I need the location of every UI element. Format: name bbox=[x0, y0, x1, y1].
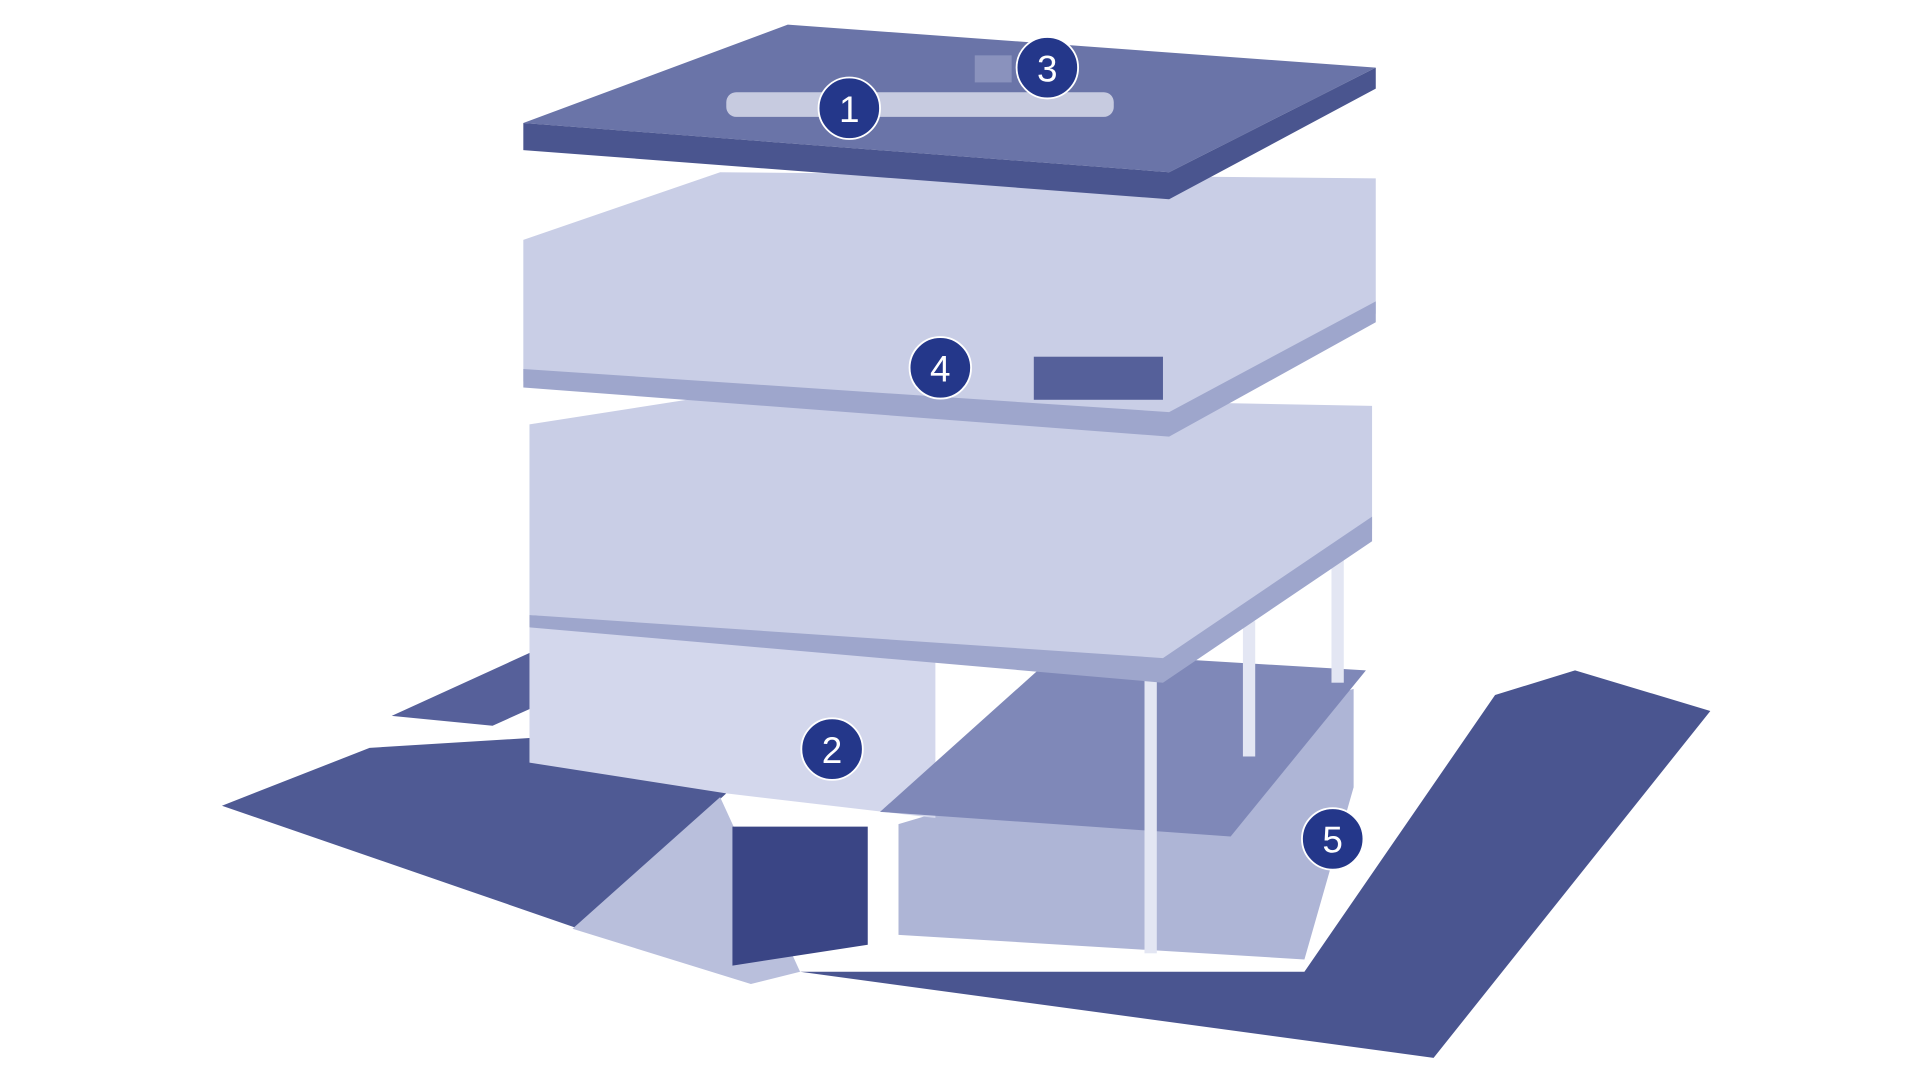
grass-right bbox=[800, 670, 1711, 1058]
marker-4[interactable]: 4 bbox=[908, 336, 972, 400]
garage-door bbox=[732, 826, 868, 966]
grass-left bbox=[221, 738, 727, 929]
roof-edge bbox=[523, 67, 1376, 200]
first-floor-slab bbox=[529, 516, 1373, 683]
column bbox=[1242, 621, 1256, 757]
column bbox=[1144, 670, 1157, 954]
column bbox=[1331, 559, 1344, 683]
marker-5-label: 5 bbox=[1322, 820, 1343, 861]
marker-1-label: 1 bbox=[839, 89, 860, 130]
roof-unit bbox=[974, 55, 1012, 83]
second-floor-slab bbox=[523, 301, 1376, 437]
marker-1[interactable]: 1 bbox=[817, 76, 881, 140]
marker-5[interactable]: 5 bbox=[1301, 807, 1365, 871]
marker-2-label: 2 bbox=[822, 730, 843, 771]
marker-3-label: 3 bbox=[1037, 48, 1058, 89]
marker-2[interactable]: 2 bbox=[800, 717, 864, 781]
sofa bbox=[1033, 356, 1163, 400]
marker-3[interactable]: 3 bbox=[1015, 35, 1080, 100]
first-floor bbox=[529, 393, 1373, 671]
marker-4-label: 4 bbox=[930, 349, 951, 390]
